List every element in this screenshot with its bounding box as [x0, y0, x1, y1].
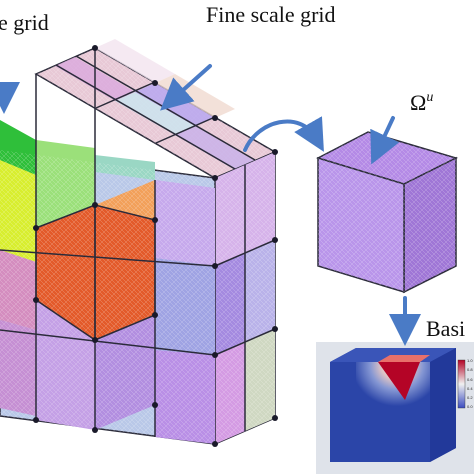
arrow-to-subdomain: [243, 116, 324, 152]
colorbar-ticks: 1.0 0.8 0.6 0.4 0.2 0.0: [467, 358, 473, 409]
fine-grid-label: Fine scale grid: [206, 2, 336, 27]
colorbar-tick: 0.8: [467, 367, 473, 372]
top-cell: [115, 92, 195, 135]
basis-label: Basi: [426, 316, 465, 341]
large-cube-front-face: [0, 48, 216, 445]
coarse-grid-label: e grid: [0, 10, 49, 35]
grid-nodes: [33, 45, 278, 447]
omega-symbol: Ω: [410, 90, 426, 115]
colorbar-tick: 0.0: [467, 404, 473, 409]
colorbar-tick: 1.0: [467, 358, 473, 363]
colorbar-tick: 0.6: [467, 377, 473, 382]
arrows: [0, 64, 421, 346]
top-cell: [95, 39, 175, 83]
omega-label: Ωu: [410, 90, 433, 115]
basis-function-render: [316, 342, 474, 474]
omega-superscript: u: [426, 90, 433, 105]
colorbar-tick: 0.2: [467, 395, 473, 400]
top-cell: [175, 126, 255, 170]
subdomain-cube: [316, 131, 459, 294]
large-cube-right-face: [214, 150, 276, 446]
arrow-omega: [370, 116, 400, 165]
colorbar-tick: 0.4: [467, 386, 473, 391]
arrow-fine: [160, 64, 212, 111]
